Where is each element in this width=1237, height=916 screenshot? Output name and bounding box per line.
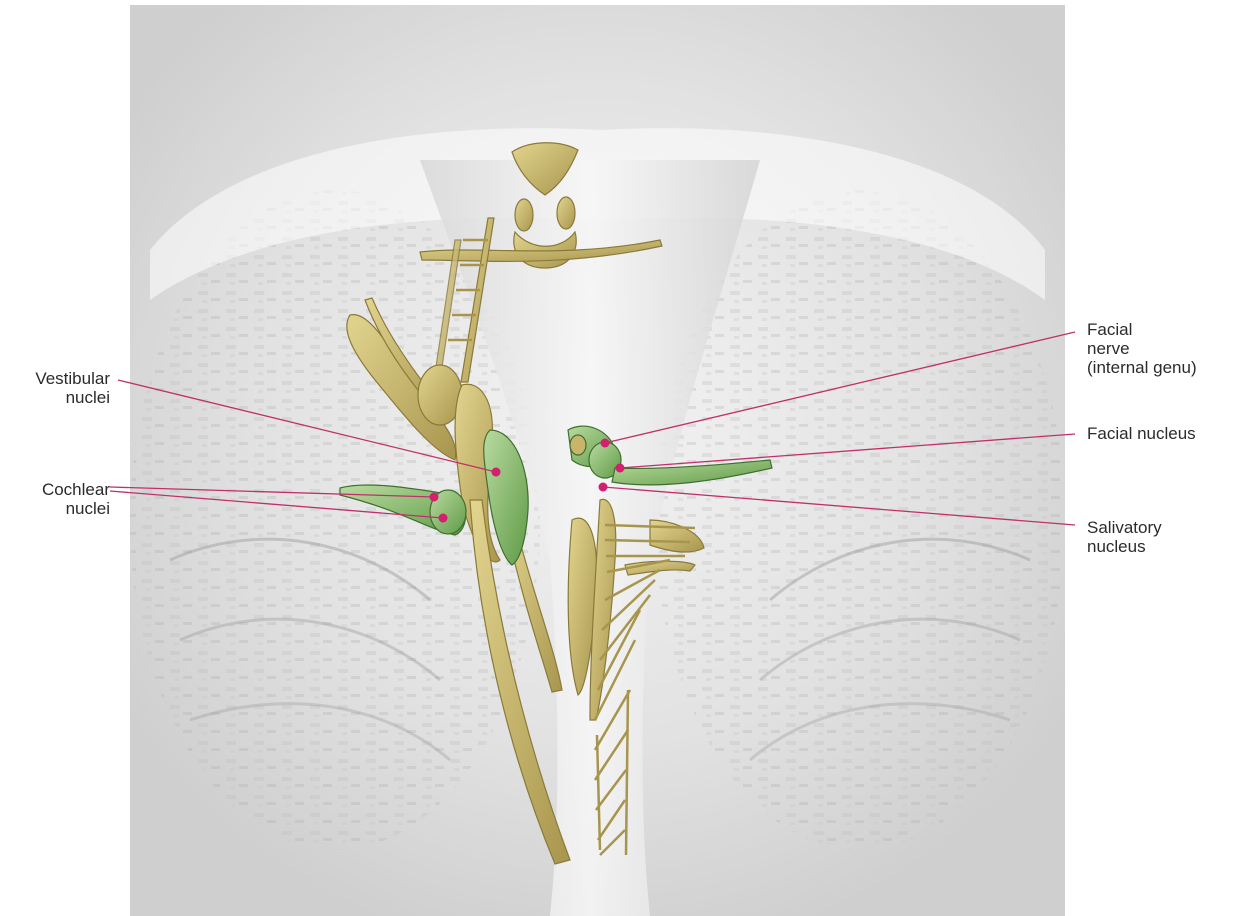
label-facial-nerve-line3: (internal genu) xyxy=(1087,358,1232,377)
label-salivatory-line1: Salivatory xyxy=(1087,518,1232,537)
label-facial-nerve: Facial nerve (internal genu) xyxy=(1087,320,1232,377)
label-facial-nucleus: Facial nucleus xyxy=(1087,424,1232,443)
label-facial-nerve-line2: nerve xyxy=(1087,339,1232,358)
label-vestibular-line1: Vestibular xyxy=(20,369,110,388)
marker-salivatory xyxy=(599,483,608,492)
marker-vestibular xyxy=(492,468,501,477)
label-facial-nucleus-line1: Facial nucleus xyxy=(1087,424,1232,443)
label-facial-nerve-line1: Facial xyxy=(1087,320,1232,339)
label-cochlear-line1: Cochlear xyxy=(20,480,110,499)
label-vestibular-line2: nuclei xyxy=(20,388,110,407)
label-cochlear-nuclei: Cochlear nuclei xyxy=(20,480,110,518)
marker-cochlear-upper xyxy=(430,493,439,502)
marker-facial-nucleus xyxy=(616,464,625,473)
marker-facial-nerve xyxy=(601,439,610,448)
label-salivatory-nucleus: Salivatory nucleus xyxy=(1087,518,1232,556)
label-vestibular-nuclei: Vestibular nuclei xyxy=(20,369,110,407)
label-cochlear-line2: nuclei xyxy=(20,499,110,518)
marker-cochlear-lower xyxy=(439,514,448,523)
label-salivatory-line2: nucleus xyxy=(1087,537,1232,556)
